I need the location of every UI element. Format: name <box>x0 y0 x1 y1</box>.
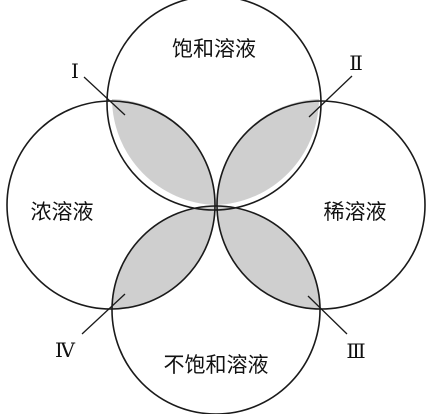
overlap-top-left <box>112 99 216 205</box>
label-concentrated-solution: 浓溶液 <box>31 200 94 224</box>
overlap-top-right <box>216 99 319 205</box>
label-saturated-solution: 饱和溶液 <box>172 37 256 61</box>
leader-line-region-1 <box>83 76 126 116</box>
overlap-bottom-right <box>216 205 321 310</box>
overlap-bottom-left <box>111 205 216 310</box>
leader-line-region-4 <box>81 293 126 335</box>
region-label-2: Ⅱ <box>349 51 363 75</box>
region-label-1: Ⅰ <box>71 59 79 83</box>
region-label-4: Ⅳ <box>55 338 76 362</box>
leader-line-region-2 <box>308 75 353 118</box>
label-unsaturated-solution: 不饱和溶液 <box>164 353 269 377</box>
region-label-3: Ⅲ <box>346 339 365 363</box>
circle-bottom <box>111 205 321 414</box>
circle-left <box>6 100 216 310</box>
circle-top <box>106 0 322 211</box>
label-dilute-solution: 稀溶液 <box>324 200 387 224</box>
leader-line-region-3 <box>307 295 348 335</box>
